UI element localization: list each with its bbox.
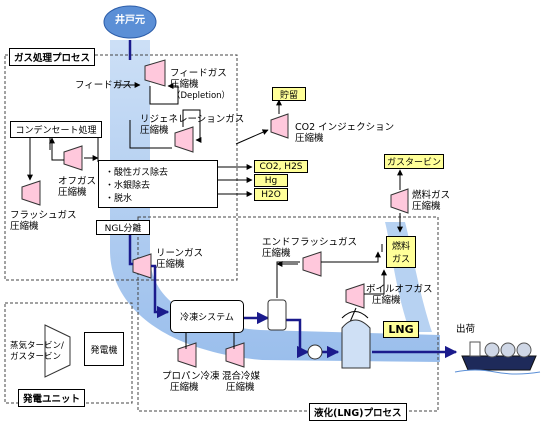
boiloff-comp-label-2: 圧縮機 (372, 295, 401, 306)
output-hg: Hg (254, 174, 288, 187)
fuel-gas-box: 燃料 ガス (386, 236, 416, 268)
mixed-comp-label-1: 混合冷媒 (222, 371, 261, 382)
compressor-icon (302, 251, 322, 277)
offgas-comp-label-1: オフガス (58, 176, 97, 187)
fuel-gas-label-1: 燃料 (391, 242, 410, 252)
flash-comp-label-2: 圧縮機 (10, 221, 39, 232)
end-flash-comp-label-1: エンドフラッシュガス (262, 237, 358, 248)
lean-comp-label-2: 圧縮機 (156, 259, 185, 270)
compressor-icon (21, 180, 41, 206)
regen-comp-label-1: リジェネレーションガス (140, 114, 245, 125)
well-source-label: 井戸元 (115, 15, 145, 26)
mixed-comp-label-2: 圧縮機 (226, 382, 255, 393)
treat-item: ・水銀除去 (105, 180, 151, 191)
compressor-icon (132, 253, 152, 279)
compressor-icon (390, 188, 409, 214)
lng-process-frame (137, 216, 439, 412)
treat-item: ・酸性ガス除去 (105, 167, 169, 178)
turbine-label-1: 蒸気タービン/ (10, 341, 64, 351)
compressor-icon (225, 342, 245, 368)
compressor-icon (177, 342, 197, 368)
shipment-label: 出荷 (456, 324, 476, 335)
storage-box: 貯留 (272, 87, 306, 101)
end-flash-comp-label-2: 圧縮機 (262, 248, 291, 259)
flash-comp-label-1: フラッシュガス (10, 210, 77, 221)
compressor-icon (174, 126, 194, 153)
treat-item: ・脱水 (105, 193, 133, 204)
refrigeration-system-box: 冷凍システム (170, 300, 244, 333)
compressor-icon (270, 113, 289, 139)
co2-comp-label-1: CO2 インジェクション (295, 122, 395, 133)
power-unit-title: 発電ユニット (18, 389, 86, 407)
offgas-comp-label-2: 圧縮機 (58, 187, 87, 198)
compressor-icon (144, 59, 166, 87)
propane-comp-label-1: プロパン冷凍 (162, 371, 220, 382)
lng-tank-icon (341, 319, 371, 369)
main-gas-flow (110, 40, 440, 362)
lng-process-title: 液化(LNG)プロセス (309, 403, 407, 421)
turbine-label-2: ガスタービン (10, 352, 62, 362)
compressor-icon (345, 283, 365, 309)
ngl-separation-box: NGL分離 (96, 220, 150, 235)
fuel-comp-label-2: 圧縮機 (412, 201, 441, 212)
co2-comp-label-2: 圧縮機 (295, 133, 324, 144)
fuel-comp-label-1: 燃料ガス (412, 190, 451, 201)
pump-icon (307, 344, 323, 360)
feed-gas-label: フィードガス (75, 80, 132, 91)
feed-comp-label-2: 圧縮機 (170, 79, 199, 90)
heat-exchanger (267, 299, 287, 331)
output-h2o: H2O (254, 188, 288, 201)
gas-process-frame (4, 54, 238, 281)
output-co2-h2s: CO2, H2S (254, 160, 308, 173)
gas-turbine-box: ガスタービン (384, 154, 444, 169)
lean-comp-label-1: リーンガス (156, 248, 204, 259)
generator-box: 発電機 (84, 332, 124, 366)
gas-process-title: ガス処理プロセス (9, 48, 96, 66)
lng-product-box: LNG (383, 321, 419, 338)
fuel-gas-label-2: ガス (391, 255, 410, 265)
compressor-icon (63, 145, 83, 171)
feed-comp-label-1: フィードガス (170, 68, 227, 79)
regen-comp-label-2: 圧縮機 (140, 125, 169, 136)
turbine-icon (44, 324, 71, 378)
propane-comp-label-2: 圧縮機 (170, 382, 199, 393)
acid-gas-treatment-box: ・酸性ガス除去 ・水銀除去 ・脱水 (98, 160, 218, 208)
well-source-shape (103, 5, 157, 39)
feed-comp-label-3: （Depletion） (172, 91, 231, 101)
lng-ship-icon (454, 341, 541, 375)
boiloff-comp-label-1: ボイルオフガス (366, 284, 433, 295)
condensate-box: コンデンセート処理 (10, 121, 102, 138)
